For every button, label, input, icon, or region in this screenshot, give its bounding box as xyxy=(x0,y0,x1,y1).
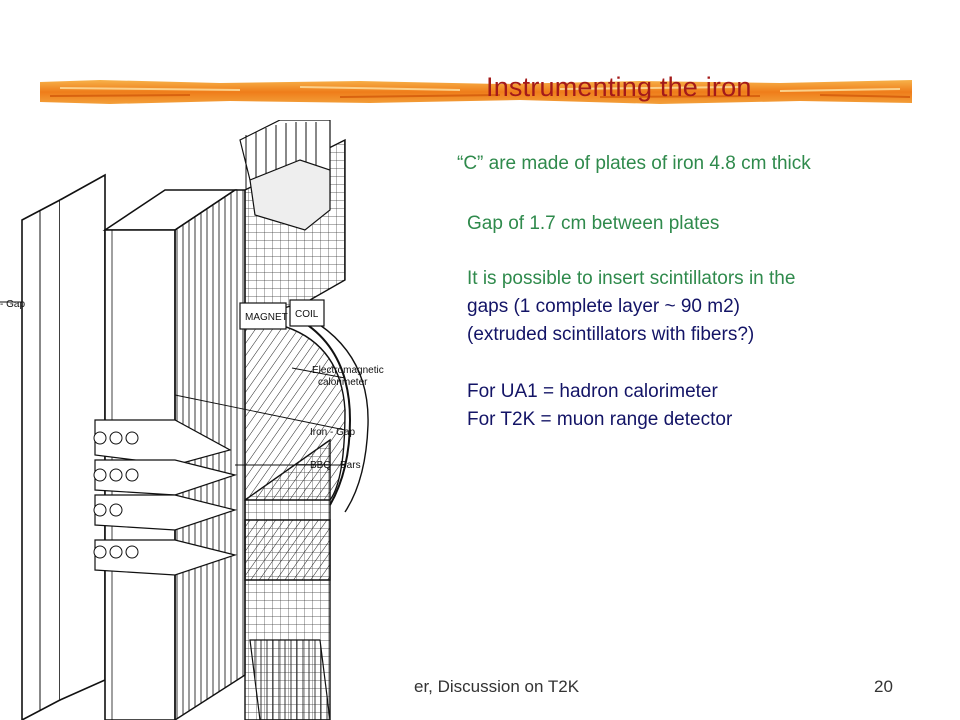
magnet-label: MAGNET xyxy=(245,312,288,323)
title-underline-bar xyxy=(40,80,912,104)
iron-gap-label: Iron - Gap xyxy=(310,427,355,438)
calorimeter-arc xyxy=(244,319,369,581)
bullet-complete-layer: gaps (1 complete layer ~ 90 m2) xyxy=(467,296,740,317)
bbq-bars-left xyxy=(93,419,238,576)
outer-iron-plate xyxy=(21,173,106,720)
bullet-t2k: For T2K = muon range detector xyxy=(467,409,733,430)
bullet-extruded-scintillators: (extruded scintillators with fibers?) xyxy=(467,324,755,345)
detector-drawing: MAGNET COIL xyxy=(0,120,384,720)
footer-text: er, Discussion on T2K xyxy=(414,677,580,696)
bullet-plates-thickness: “C” are made of plates of iron 4.8 cm th… xyxy=(457,153,811,174)
magnet-coil-boxes: MAGNET COIL xyxy=(239,299,325,330)
bullet-ua1: For UA1 = hadron calorimeter xyxy=(467,381,718,402)
slide-title: Instrumenting the iron xyxy=(486,72,752,102)
light-guide-bundle-top xyxy=(239,120,331,231)
em-calorimeter-label-2: calorimeter xyxy=(318,377,368,388)
coil-label: COIL xyxy=(295,309,319,320)
bbq-bars-label: BBQ - Bars xyxy=(310,460,361,471)
page-number: 20 xyxy=(874,677,893,696)
em-calorimeter-label-1: Electromagnetic xyxy=(312,365,384,376)
gap-label: - Gap xyxy=(0,299,25,310)
light-guide-bundle-bottom xyxy=(249,639,331,720)
bullet-insert-scintillators: It is possible to insert scintillators i… xyxy=(467,268,796,289)
bullet-gap-between-plates: Gap of 1.7 cm between plates xyxy=(467,213,720,234)
